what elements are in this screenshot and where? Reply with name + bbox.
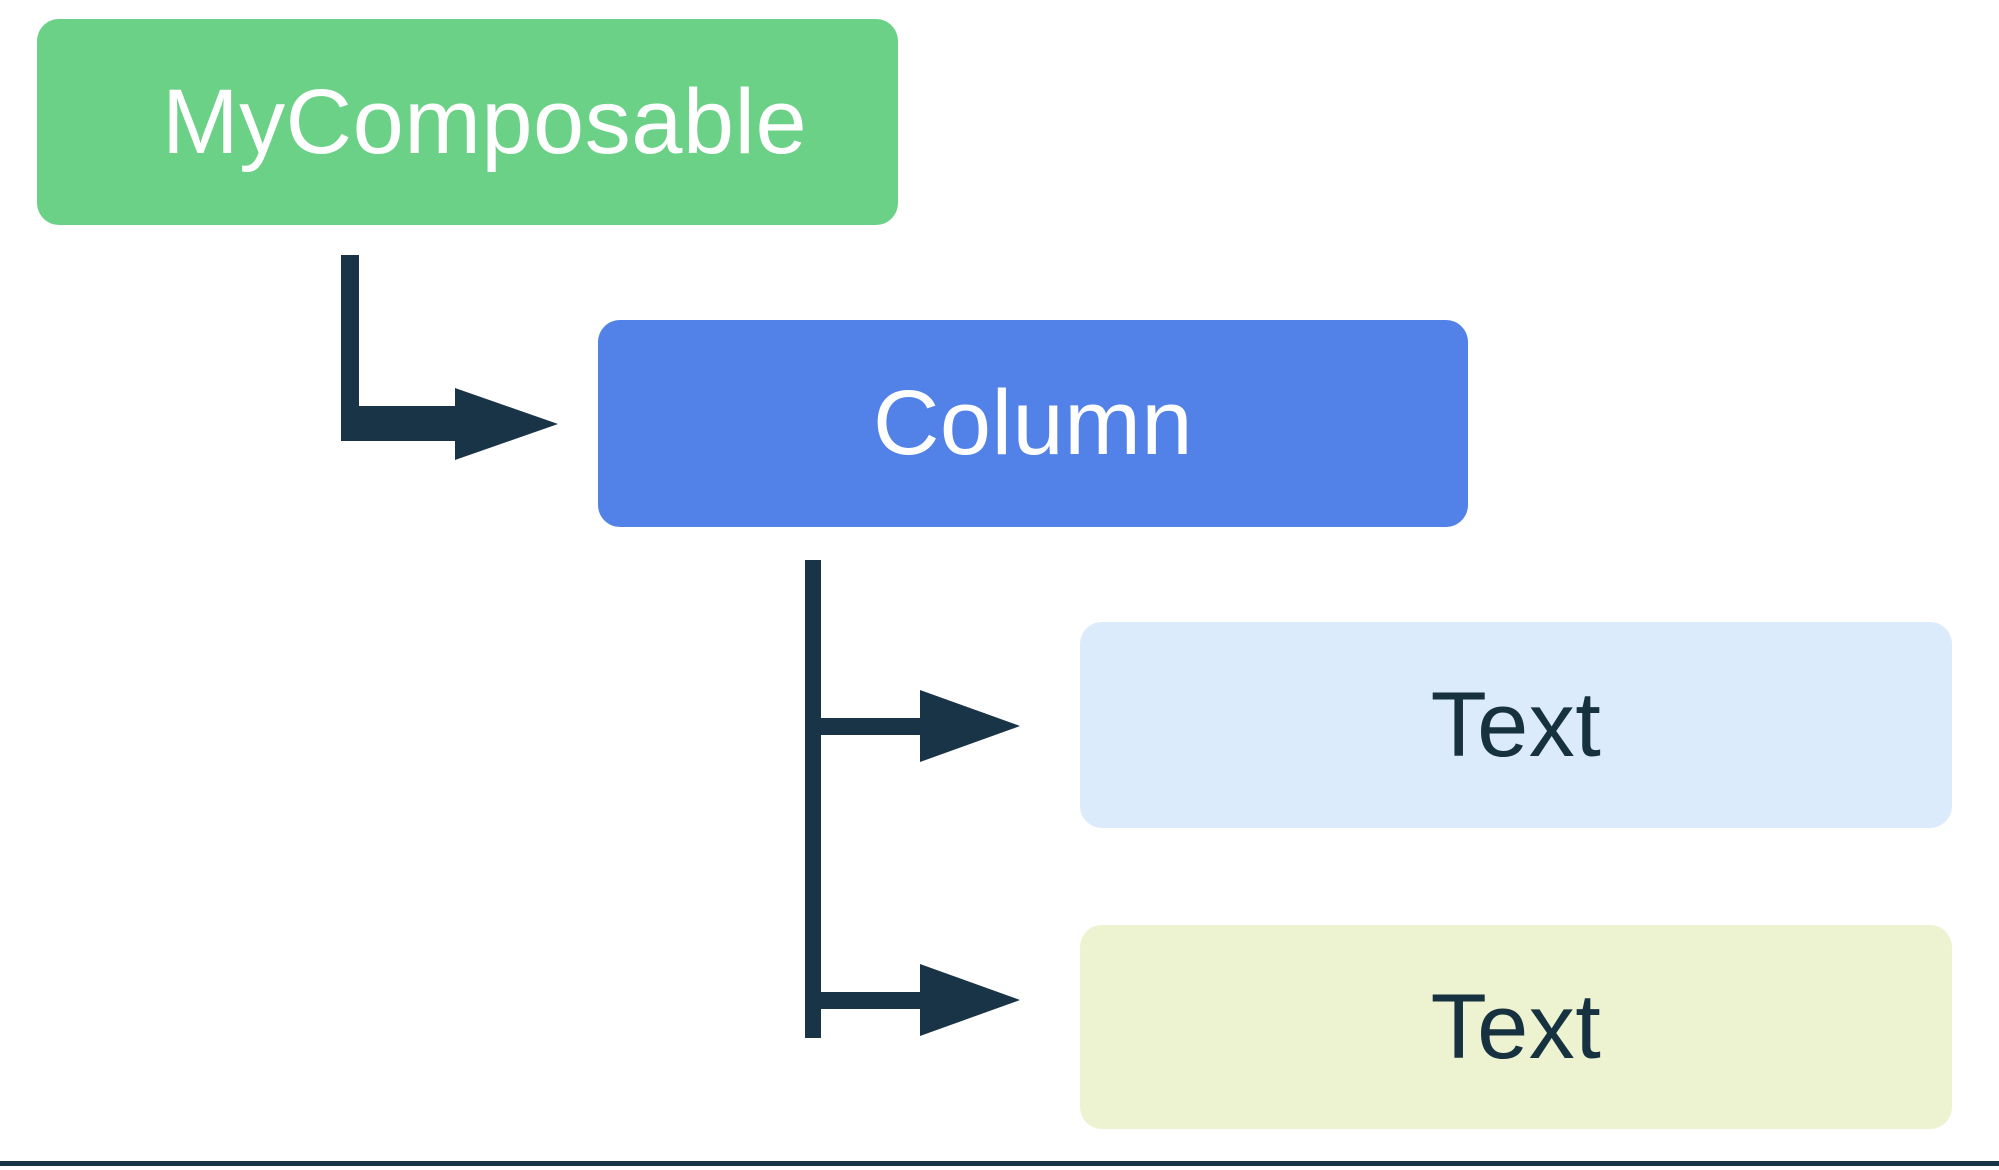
- node-mycomposable-label: MyComposable: [162, 70, 808, 173]
- edge-column-to-text-1-path: [805, 690, 1020, 762]
- edge-column-to-texts: [805, 560, 1020, 1038]
- node-text-2[interactable]: Text: [1080, 925, 1952, 1129]
- edge-mycomposable-to-column-path: [341, 255, 558, 460]
- node-text-1-label: Text: [1430, 673, 1602, 776]
- node-column[interactable]: Column: [598, 320, 1468, 527]
- edge-column-to-text-2-path: [805, 964, 1020, 1036]
- node-text-2-label: Text: [1430, 975, 1602, 1078]
- node-text-1[interactable]: Text: [1080, 622, 1952, 828]
- bottom-divider: [0, 1161, 1999, 1166]
- edge-mycomposable-to-column: [341, 255, 558, 460]
- edge-column-trunk: [805, 560, 821, 1038]
- node-column-label: Column: [872, 372, 1193, 474]
- node-mycomposable[interactable]: MyComposable: [37, 19, 898, 225]
